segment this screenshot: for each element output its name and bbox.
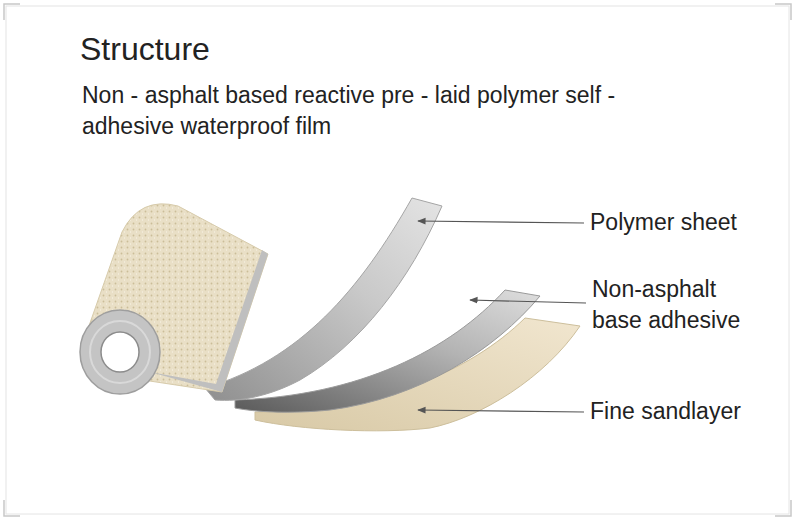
corner-marks: [4, 4, 791, 516]
frame: [6, 6, 789, 514]
roll-core: [101, 332, 139, 372]
subtitle: Non - asphalt based reactive pre - laid …: [82, 80, 702, 142]
roll-ring: [90, 321, 150, 383]
roll-wrap: [150, 250, 268, 392]
leader-line: [418, 221, 584, 223]
roll-end: [80, 310, 160, 394]
leader-line: [470, 300, 586, 303]
part-label: Non-asphalt base adhesive: [592, 274, 757, 336]
part-label: Fine sandlayer: [590, 396, 785, 427]
part-label: Polymer sheet: [590, 207, 785, 238]
roll-body: [84, 204, 268, 392]
adhesive-layer: [235, 290, 540, 412]
leader-line: [418, 410, 584, 412]
title: Structure: [80, 28, 210, 71]
